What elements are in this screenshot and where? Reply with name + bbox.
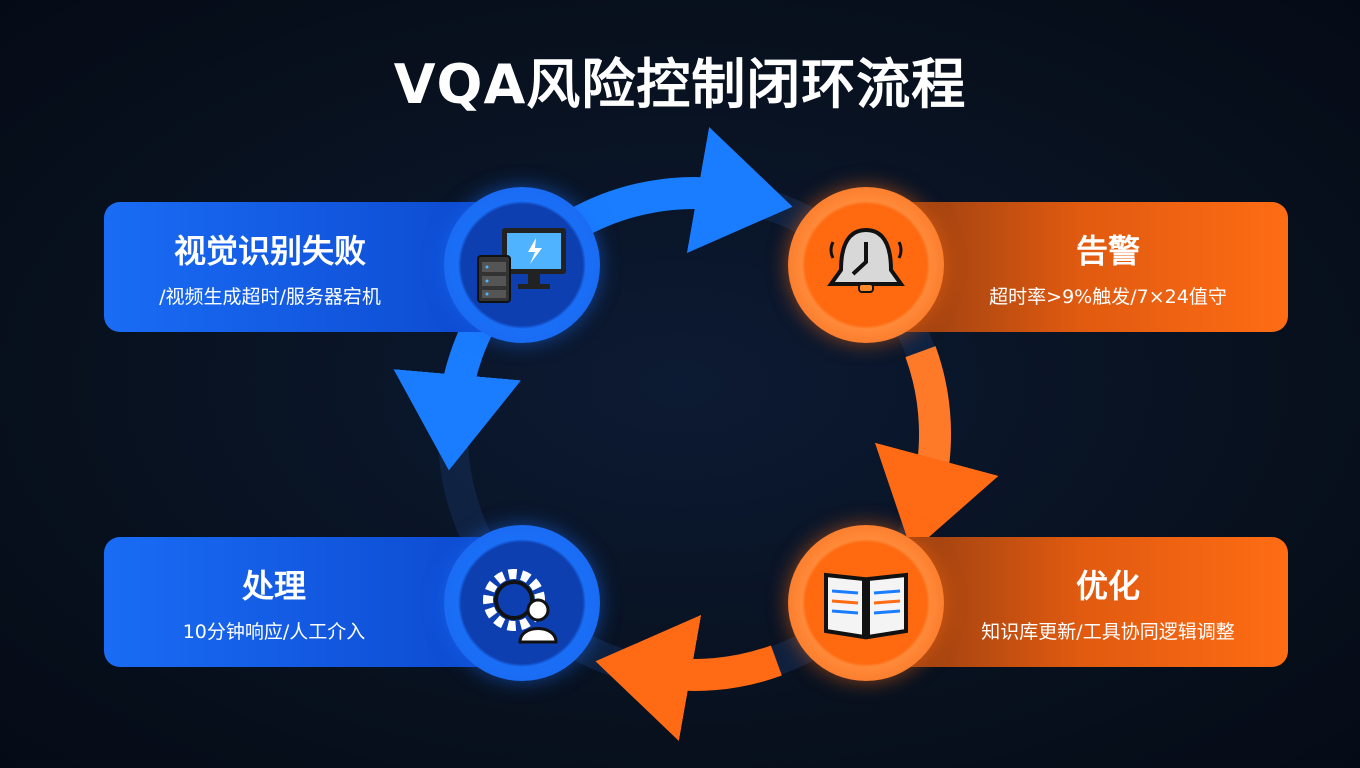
arrow-detect-to-alert (565, 127, 793, 254)
gear-person-icon (444, 525, 600, 681)
step-detail: 超时率>9%触发/7×24值守 (989, 285, 1227, 308)
step-detail: 知识库更新/工具协同逻辑调整 (981, 620, 1235, 643)
step-heading: 视觉识别失败 (173, 231, 366, 270)
step-heading: 告警 (1075, 231, 1140, 270)
step-heading: 处理 (241, 566, 306, 605)
arrow-optimize-to-handle (595, 614, 782, 741)
monitor-server-icon (444, 187, 600, 343)
step-card-detect: 视觉识别失败 /视频生成超时/服务器宕机 (104, 202, 524, 332)
arrow-alert-to-optimize (874, 346, 999, 553)
step-detail: 10分钟响应/人工介入 (182, 620, 366, 643)
step-detail: /视频生成超时/服务器宕机 (159, 285, 381, 308)
alarm-bell-icon (788, 187, 944, 343)
page-title: VQA风险控制闭环流程 (393, 53, 967, 116)
step-heading: 优化 (1075, 566, 1140, 605)
open-book-icon (788, 525, 944, 681)
